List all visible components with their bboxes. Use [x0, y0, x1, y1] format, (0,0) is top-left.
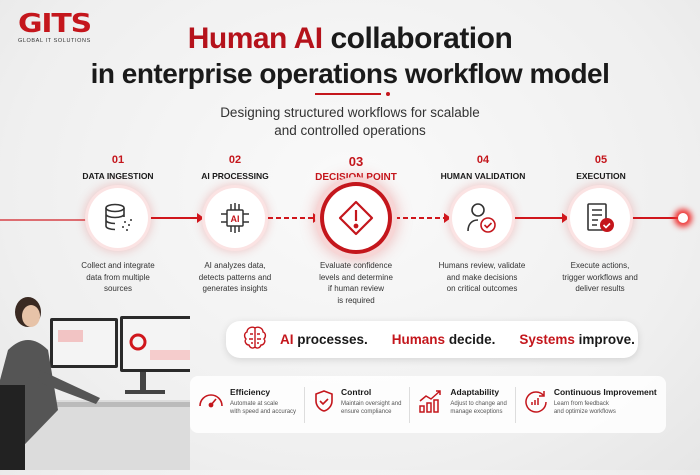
brain-icon	[242, 325, 268, 354]
person-at-workstation-illustration	[0, 290, 205, 470]
user-check-icon	[452, 188, 512, 248]
text: and optimize workflows	[553, 409, 616, 415]
checklist-icon	[570, 188, 630, 248]
arrow-2-3	[268, 213, 320, 223]
text: generates insights	[202, 284, 268, 293]
text: 02	[228, 154, 242, 166]
text: deliver results	[575, 284, 625, 293]
text: ensure compliance	[341, 409, 392, 415]
growth-chart-icon	[419, 389, 442, 413]
text: GLOBAL IT SOLUTIONS	[18, 38, 91, 44]
text: processes.	[293, 332, 368, 347]
text: EXECUTION	[576, 171, 626, 181]
cycle-chart-icon	[525, 390, 547, 413]
step-description: Collect and integrate data from multiple s…	[63, 260, 173, 295]
title-divider	[315, 93, 381, 95]
text: Automate at scale	[230, 400, 279, 407]
step-description: Execute actions, trigger workflows and del…	[545, 260, 655, 295]
text: 03	[348, 154, 364, 169]
text: Systems	[519, 332, 575, 347]
arrow-1-2	[148, 213, 204, 223]
text: Adaptability	[450, 386, 500, 397]
outgoing-line	[632, 217, 682, 219]
gits-logo: GITS GLOBAL IT SOLUTIONS	[18, 11, 92, 44]
text: with speed and accuracy	[230, 409, 297, 415]
text: manage exceptions	[450, 409, 503, 415]
text: DECISION POINT	[315, 172, 397, 183]
text: Humans	[391, 332, 446, 347]
text: DATA INGESTION	[82, 171, 154, 181]
database-icon	[88, 188, 148, 248]
text: 01	[111, 154, 125, 166]
text: collaboration	[322, 22, 513, 55]
text: 04	[476, 154, 490, 166]
text: Humans review, validate	[438, 261, 526, 270]
tagline-banner: AI processes. Humans decide. Systems imp…	[226, 321, 638, 358]
text: AI PROCESSING	[201, 171, 269, 181]
text: GITS	[18, 9, 92, 39]
tagline-ai: AI processes.	[268, 332, 380, 347]
text: detects patterns and	[198, 272, 272, 282]
page-title-line2: in enterprise operations workflow model	[90, 58, 610, 89]
text: sources	[103, 284, 132, 293]
tagline-humans: Humans decide.	[380, 332, 508, 347]
text: is required	[337, 295, 375, 305]
text: if human review	[327, 284, 385, 293]
step-description: Humans review, validate and make decision…	[427, 260, 537, 295]
warning-diamond-icon	[324, 186, 388, 250]
page-title: Human AI collaboration	[0, 22, 700, 56]
text: data from multiple	[86, 272, 150, 282]
step-description: AI analyzes data, detects patterns and gen…	[180, 260, 290, 295]
text: Control	[341, 386, 372, 397]
title-divider-dot	[386, 92, 390, 96]
text: AI analyzes data,	[204, 261, 266, 270]
text: and controlled operations	[274, 123, 426, 138]
step-description: Evaluate confidence levels and determine i…	[301, 260, 411, 306]
speedometer-icon	[199, 393, 223, 407]
text: Human AI	[187, 22, 323, 55]
incoming-data-stream	[0, 219, 90, 221]
text: trigger workflows and	[562, 272, 638, 282]
text: Designing structured workflows for scala…	[220, 105, 480, 120]
text: Efficiency	[230, 386, 271, 397]
text: improve.	[574, 332, 635, 347]
tagline-systems: Systems improve.	[507, 332, 647, 347]
ai-chip-icon: AI	[205, 188, 265, 248]
arrow-4-5	[515, 213, 569, 223]
shield-check-icon	[315, 389, 333, 412]
text: and make decisions	[446, 272, 518, 282]
text: on critical outcomes	[446, 284, 518, 293]
text: Adjust to change and	[450, 400, 507, 407]
text: 05	[594, 154, 608, 166]
text: Evaluate confidence	[319, 261, 393, 270]
glow-endpoint	[678, 213, 688, 223]
text: Learn from feedback	[553, 400, 609, 407]
text: Collect and integrate	[81, 261, 155, 270]
svg-text:AI: AI	[231, 214, 240, 224]
text: AI	[280, 332, 294, 347]
text: HUMAN VALIDATION	[440, 171, 526, 181]
text: Maintain oversight and	[341, 400, 402, 407]
subtitle: Designing structured workflows for scala…	[0, 104, 700, 140]
step-ai-processing: 02 AI PROCESSING	[170, 154, 300, 181]
text: Execute actions,	[570, 261, 630, 270]
text: decide.	[445, 332, 496, 347]
arrow-3-4	[395, 213, 451, 223]
text: levels and determine	[319, 272, 393, 282]
text: Continuous Improvement	[553, 386, 657, 397]
